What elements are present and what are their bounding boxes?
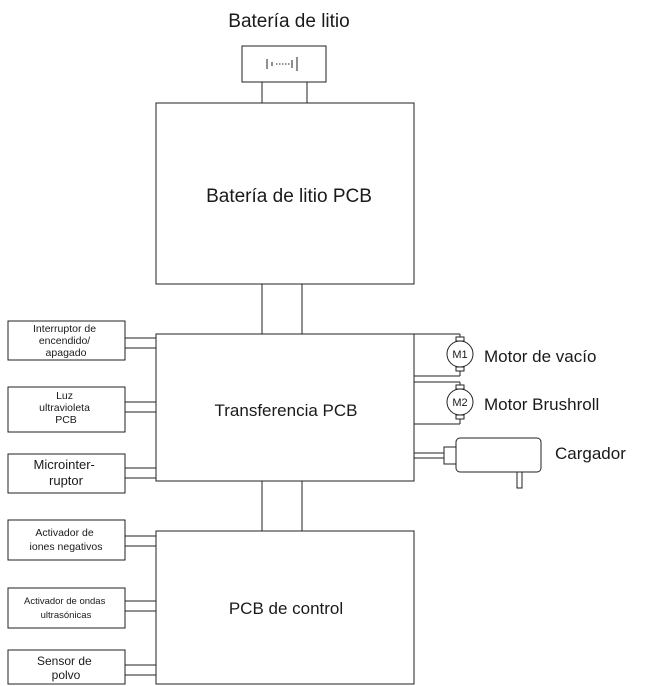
transfer-pcb-connector (261, 481, 303, 531)
ultrasonic-box (7, 587, 126, 629)
ultrasonic-label: Activador de ondas ultrasónicas (24, 596, 108, 621)
battery-pcb-connector (261, 284, 303, 334)
battery-pcb-box (155, 102, 415, 285)
battery-icon (266, 57, 298, 71)
motor-1-symbol: M1 (452, 349, 467, 361)
uv-light-box (7, 386, 126, 433)
microswitch-label: Microinter- ruptor (33, 457, 98, 488)
microswitch-wires (125, 467, 156, 479)
negative-ion-box (7, 519, 126, 561)
power-switch-box (7, 320, 126, 361)
power-switch-wires (125, 337, 156, 349)
uv-light-wires (125, 401, 156, 413)
motor-1-label: Motor de vacío (484, 347, 596, 366)
motor-2-icon (446, 384, 474, 420)
charger-wires (414, 452, 444, 459)
negative-ion-label: Activador de iones negativos (30, 527, 103, 553)
motor-2-label: Motor Brushroll (484, 395, 599, 414)
control-pcb-label: PCB de control (229, 599, 343, 618)
motor-2-symbol: M2 (452, 397, 467, 409)
dust-sensor-label: Sensor de polvo (37, 654, 95, 682)
battery-pcb-label: Batería de litio PCB (206, 186, 372, 207)
power-switch-label: Interruptor de encendido/ apagado (33, 323, 99, 359)
battery-box (241, 45, 327, 83)
charger-icon (443, 437, 542, 489)
ultrasonic-wires (125, 600, 156, 612)
microswitch-box (7, 453, 126, 494)
battery-label: Batería de litio (228, 11, 349, 32)
transfer-pcb-label: Transferencia PCB (215, 401, 358, 420)
motor-1-icon (446, 336, 474, 372)
dust-sensor-wires (125, 664, 156, 676)
transfer-pcb-box (155, 333, 415, 482)
dust-sensor-box (7, 649, 126, 685)
battery-connector (261, 82, 308, 103)
control-pcb-box (155, 530, 415, 685)
negative-ion-wires (125, 535, 156, 547)
charger-label: Cargador (555, 444, 626, 463)
uv-light-label: Luz ultravioleta PCB (39, 390, 93, 426)
